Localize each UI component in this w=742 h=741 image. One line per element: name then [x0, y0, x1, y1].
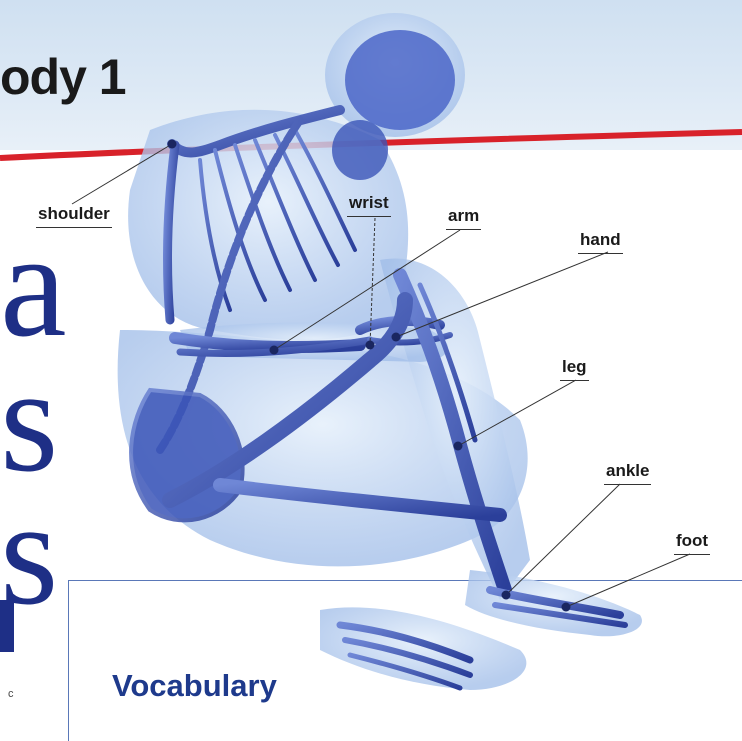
label-wrist: wrist — [347, 193, 391, 217]
label-foot: foot — [674, 531, 710, 555]
skeleton-illustration — [0, 0, 742, 708]
label-leg: leg — [560, 357, 589, 381]
label-shoulder: shoulder — [36, 204, 112, 228]
label-arm: arm — [446, 206, 481, 230]
label-hand: hand — [578, 230, 623, 254]
label-ankle: ankle — [604, 461, 651, 485]
